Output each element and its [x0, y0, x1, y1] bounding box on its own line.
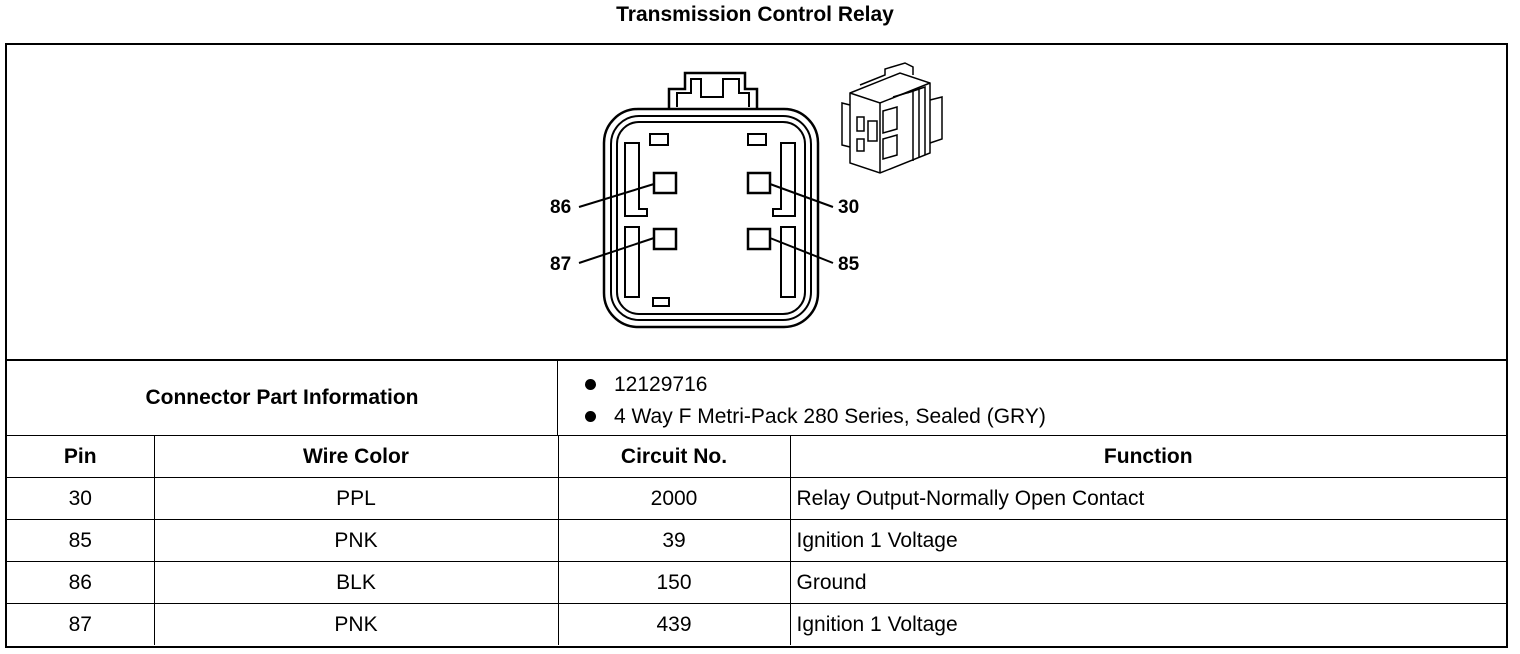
table-header-row: Pin Wire Color Circuit No. Function	[7, 436, 1506, 478]
cell-wire-color: PNK	[153, 519, 559, 562]
connector-frame: 86 30 87 85 Connector Part Information 1…	[5, 43, 1508, 648]
cell-pin: 30	[7, 477, 155, 520]
cell-pin: 86	[7, 561, 155, 604]
pin-86-terminal	[652, 171, 678, 195]
pin-85-leader	[769, 237, 834, 264]
cell-pin: 85	[7, 519, 155, 562]
connector-diagram: 86 30 87 85	[7, 45, 1506, 361]
table-row: 86 BLK 150 Ground	[7, 561, 1506, 604]
header-circuit: Circuit No.	[557, 436, 791, 478]
cell-wire-color: PNK	[153, 603, 559, 645]
cell-function: Ground	[789, 561, 1506, 604]
header-function: Function	[789, 436, 1506, 478]
connector-part-info: Connector Part Information 12129716 4 Wa…	[7, 361, 1506, 436]
pin-30-leader	[769, 183, 834, 208]
part-number: 12129716	[614, 373, 708, 396]
connector-part-info-label: Connector Part Information	[7, 361, 558, 435]
connector-3d-icon	[841, 62, 943, 174]
pin-86-label: 86	[550, 197, 572, 218]
pin-85-label: 85	[838, 254, 860, 275]
cell-wire-color: BLK	[153, 561, 559, 604]
cell-function: Ignition 1 Voltage	[789, 603, 1506, 645]
pin-87-terminal	[652, 227, 678, 251]
bullet-icon	[585, 411, 596, 422]
cell-function: Relay Output-Normally Open Contact	[789, 477, 1506, 520]
table-row: 87 PNK 439 Ignition 1 Voltage	[7, 603, 1506, 645]
pin-87-leader	[578, 237, 655, 264]
table-row: 85 PNK 39 Ignition 1 Voltage	[7, 519, 1506, 562]
cell-function: Ignition 1 Voltage	[789, 519, 1506, 562]
pin-85-terminal	[746, 227, 772, 251]
pin-87-label: 87	[550, 254, 572, 275]
table-row: 30 PPL 2000 Relay Output-Normally Open C…	[7, 477, 1506, 520]
connector-description: 4 Way F Metri-Pack 280 Series, Sealed (G…	[614, 405, 1046, 428]
cell-circuit: 150	[557, 561, 791, 604]
pin-30-terminal	[746, 171, 772, 195]
connector-face-drawing	[578, 62, 943, 329]
cell-pin: 87	[7, 603, 155, 645]
cell-circuit: 39	[557, 519, 791, 562]
cell-circuit: 439	[557, 603, 791, 645]
pin-table: Pin Wire Color Circuit No. Function 30 P…	[7, 436, 1506, 645]
cell-circuit: 2000	[557, 477, 791, 520]
cell-wire-color: PPL	[153, 477, 559, 520]
page-title: Transmission Control Relay	[616, 3, 894, 26]
list-item: 4 Way F Metri-Pack 280 Series, Sealed (G…	[558, 401, 1046, 433]
header-wire-color: Wire Color	[153, 436, 559, 478]
pin-30-label: 30	[838, 197, 860, 218]
connector-part-info-list: 12129716 4 Way F Metri-Pack 280 Series, …	[558, 369, 1046, 433]
pin-86-leader	[578, 183, 655, 208]
header-pin: Pin	[7, 436, 155, 478]
list-item: 12129716	[558, 369, 1046, 401]
bullet-icon	[585, 379, 596, 390]
